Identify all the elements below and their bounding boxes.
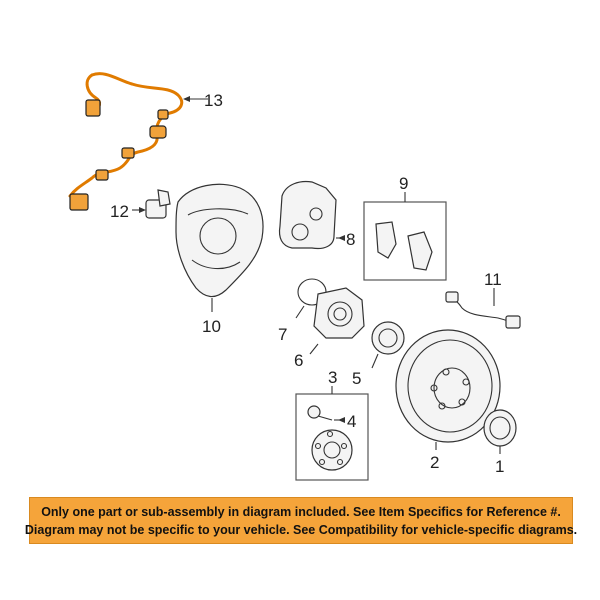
callout-7: 7 bbox=[278, 325, 287, 344]
hub-assembly-kit bbox=[295, 386, 369, 481]
harness-clip-2 bbox=[121, 147, 135, 159]
harness-connector-lower bbox=[69, 193, 89, 211]
harness-clip-3 bbox=[95, 169, 109, 181]
compatibility-notice: Only one part or sub-assembly in diagram… bbox=[25, 497, 577, 544]
notice-line-2: Diagram may not be specific to your vehi… bbox=[24, 522, 578, 537]
callout-8: 8 bbox=[346, 230, 355, 249]
brake-caliper bbox=[278, 180, 345, 250]
callout-4: 4 bbox=[347, 412, 356, 431]
abs-speed-sensor bbox=[132, 189, 171, 219]
callout-10: 10 bbox=[202, 317, 221, 336]
harness-connector-upper bbox=[85, 99, 101, 117]
hub-bolt bbox=[307, 405, 345, 423]
callout-arrow-13 bbox=[183, 96, 190, 102]
notice-line-1: Only one part or sub-assembly in diagram… bbox=[41, 504, 561, 519]
callout-9: 9 bbox=[399, 174, 408, 193]
brake-pads-kit bbox=[363, 192, 447, 281]
callout-3: 3 bbox=[328, 368, 337, 387]
callout-12: 12 bbox=[110, 202, 129, 221]
brake-hose bbox=[445, 288, 521, 329]
harness-clip-1 bbox=[149, 125, 167, 139]
callout-11: 11 bbox=[484, 270, 502, 289]
callout-6: 6 bbox=[294, 351, 303, 370]
wheel-bearing bbox=[371, 321, 405, 369]
harness-clip-4 bbox=[157, 109, 169, 120]
callout-13: 13 bbox=[204, 91, 223, 110]
abs-sensor-wire-harness bbox=[68, 72, 208, 211]
callout-1: 1 bbox=[495, 457, 504, 476]
brake-rotor bbox=[395, 329, 501, 450]
grease-cap bbox=[483, 409, 517, 454]
callout-5: 5 bbox=[352, 369, 361, 388]
brake-dust-shield bbox=[175, 183, 264, 312]
callout-2: 2 bbox=[430, 453, 439, 472]
steering-knuckle-hub bbox=[309, 287, 365, 355]
